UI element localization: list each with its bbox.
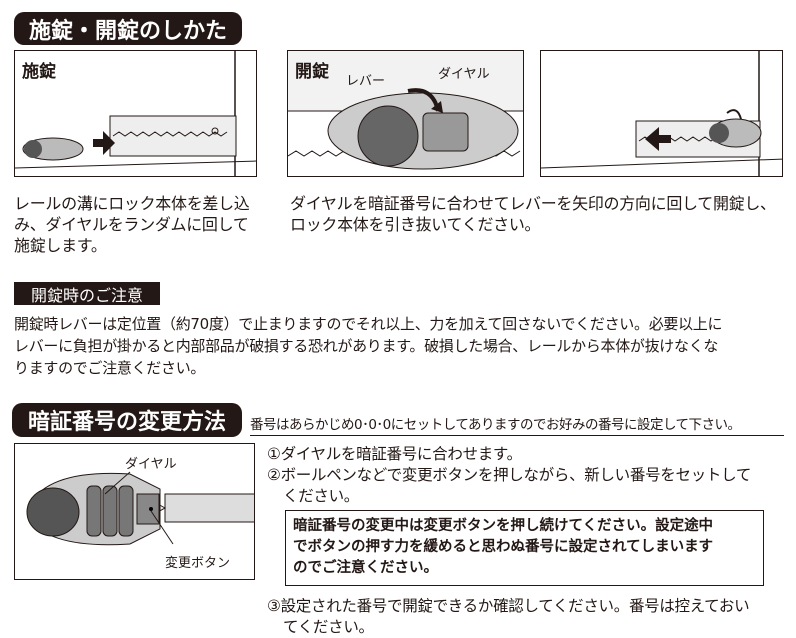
caption-line: ロック本体を引き抜いてください。: [290, 215, 541, 234]
caution-line: りますのでご注意ください。: [14, 359, 206, 377]
figure-remove: [540, 50, 783, 177]
panel-label-lock: 施錠: [22, 62, 56, 82]
step-2-line: ②ボールペンなどで変更ボタンを押しながら、新しい番号をセットして: [267, 466, 752, 484]
figure-lock: 施錠: [14, 50, 257, 177]
note-line: のでご注意ください。: [293, 560, 438, 576]
lock-illustration: [15, 51, 256, 176]
dial-illustration: [26, 471, 254, 546]
step-3-line: ③設定された番号で開錠できるか確認してください。番号は控えておい: [267, 597, 750, 615]
step-1: ①ダイヤルを暗証番号に合わせます。: [267, 445, 522, 463]
caution-line: 開錠時レバーは定位置（約70度）で止まりますのでそれ以上、力を加えて回さないでく…: [14, 315, 723, 333]
steps-1-2: ①ダイヤルを暗証番号に合わせます。 ②ボールペンなどで変更ボタンを押しながら、新…: [267, 444, 751, 507]
figure-change-button: ダイヤル 変更ボタン: [14, 443, 255, 580]
caution-line: レバーに負担が掛かると内部部品が破損する恐れがあります。破損した場合、レールから…: [14, 337, 719, 355]
caution-title: 開錠時のご注意: [14, 282, 160, 305]
dial-label: ダイヤル: [125, 457, 177, 472]
step-3: ③設定された番号で開錠できるか確認してください。番号は控えておい てください。: [267, 596, 750, 638]
caption-line: ダイヤルを暗証番号に合わせてレバーを矢印の方向に回して開錠し、: [290, 194, 776, 213]
caption-lock: レールの溝にロック本体を差し込 み、ダイヤルをランダムに回して 施錠します。: [14, 193, 250, 256]
change-button-label: 変更ボタン: [165, 556, 231, 571]
note-line: でボタンの押す力を緩めると思わぬ番号に設定されてしまいます: [293, 539, 714, 555]
caption-unlock: ダイヤルを暗証番号に合わせてレバーを矢印の方向に回して開錠し、 ロック本体を引き…: [290, 193, 776, 235]
lever-label: レバー: [346, 74, 386, 89]
dial-label: ダイヤル: [438, 67, 490, 82]
remove-illustration: [541, 51, 782, 176]
change-code-subtitle: 番号はあらかじめ0･0･0にセットしてありますのでお好みの番号に設定して下さい。: [250, 413, 784, 436]
caption-line: み、ダイヤルをランダムに回して: [14, 215, 249, 234]
note-line: 暗証番号の変更中は変更ボタンを押し続けてください。設定途中: [293, 518, 714, 534]
step-2-line: ください。: [283, 487, 360, 505]
caption-line: 施錠します。: [14, 236, 107, 255]
unlock-illustration: [288, 51, 523, 170]
step-3-line: てください。: [283, 618, 374, 636]
warning-note-box: 暗証番号の変更中は変更ボタンを押し続けてください。設定途中 でボタンの押す力を緩…: [285, 510, 764, 586]
caution-text: 開錠時レバーは定位置（約70度）で止まりますのでそれ以上、力を加えて回さないでく…: [14, 313, 723, 379]
figure-unlock: 開錠 レバー ダイヤル: [287, 50, 524, 177]
panel-label-unlock: 開錠: [295, 62, 329, 82]
section-title-lock-unlock: 施錠・開錠のしかた: [14, 12, 242, 45]
section-title-change-code: 暗証番号の変更方法: [12, 403, 242, 437]
caption-line: レールの溝にロック本体を差し込: [14, 194, 250, 213]
